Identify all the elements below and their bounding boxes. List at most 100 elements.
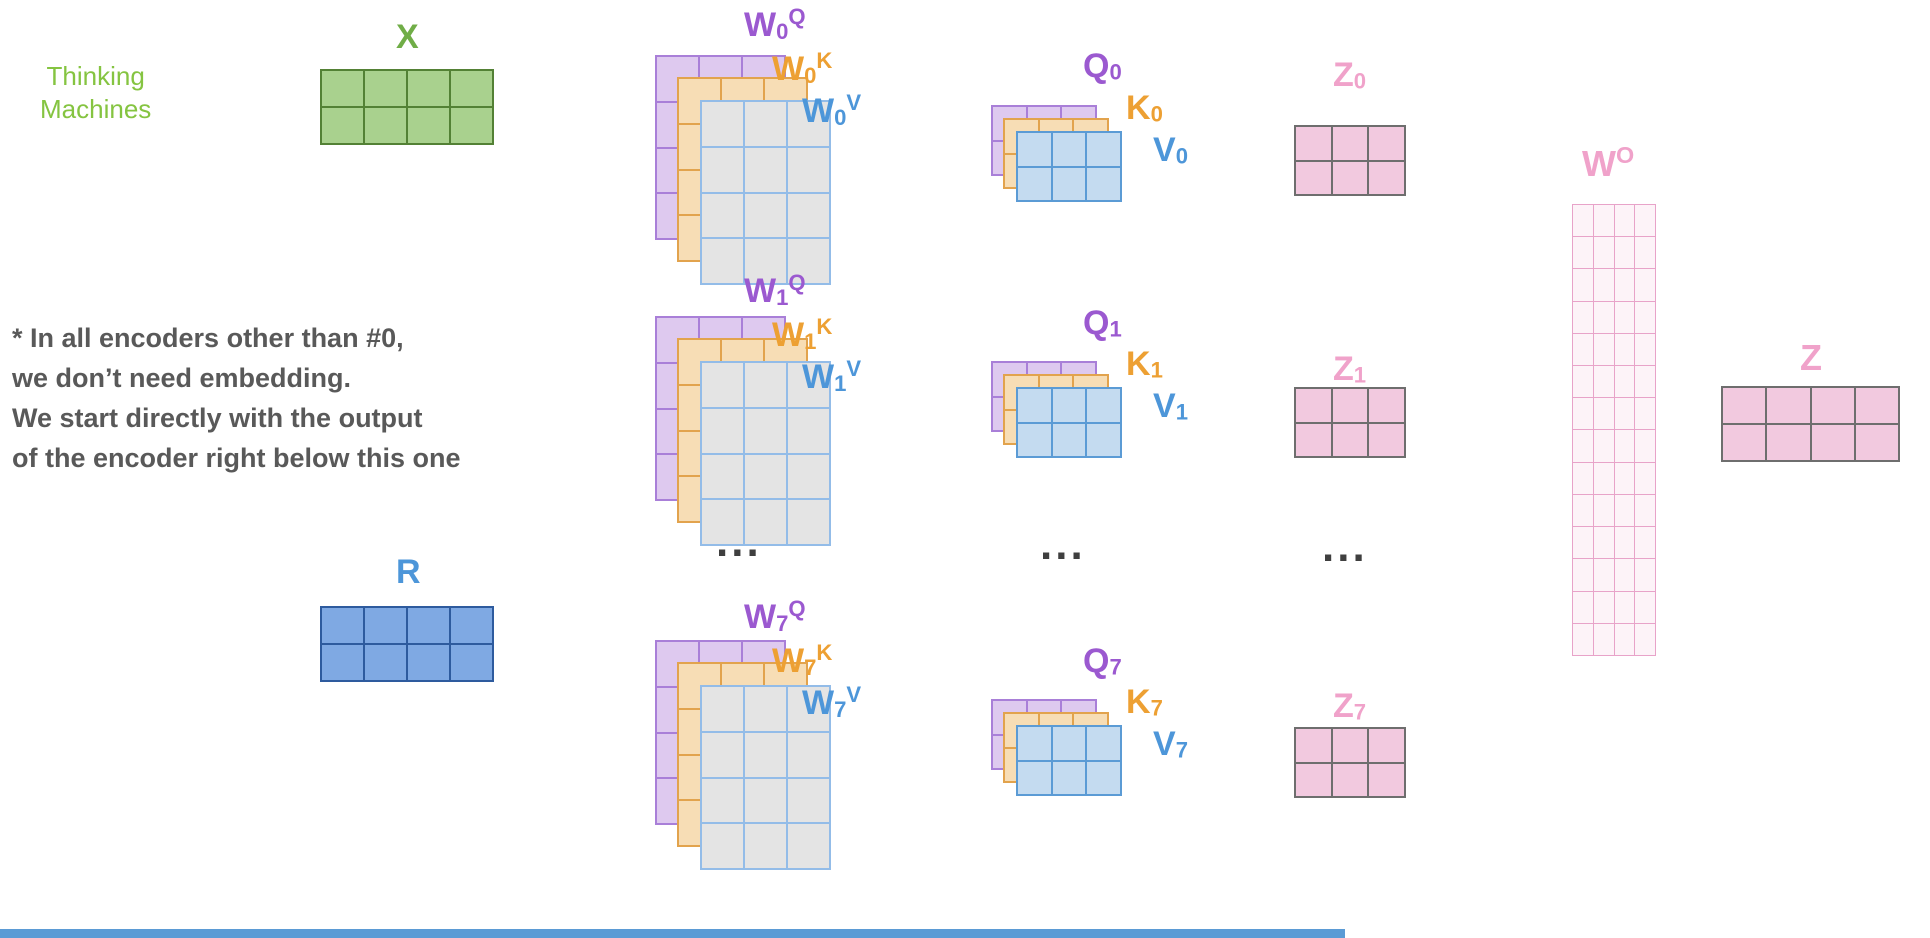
k0-label: K0 — [1126, 89, 1163, 127]
matrix-cell — [1635, 301, 1655, 333]
matrix-cell — [1573, 301, 1593, 333]
matrix-cell — [788, 102, 829, 146]
matrix-cell — [1052, 133, 1086, 166]
matrix-cell — [1635, 237, 1655, 269]
matrix-cell — [1573, 559, 1593, 591]
matrix-cell — [1018, 167, 1051, 200]
matrix-cell — [1635, 430, 1655, 462]
w1q-label: W1Q — [744, 270, 806, 311]
matrix-cell — [1052, 761, 1086, 794]
matrix-cell — [702, 500, 743, 544]
matrix-cell — [1296, 423, 1331, 456]
matrix-cell — [1018, 389, 1051, 422]
matrix-cell — [702, 147, 743, 192]
qkv-stack-head7 — [991, 699, 1122, 796]
matrix-cell — [702, 102, 743, 146]
matrix-cell — [1593, 366, 1614, 398]
matrix-cell — [1087, 423, 1120, 456]
matrix-cell — [408, 71, 449, 106]
matrix-cell — [1723, 425, 1766, 460]
w1k-label: W1K — [772, 314, 833, 355]
w7v-label: W7V — [802, 682, 862, 723]
matrix-cell — [1332, 763, 1368, 796]
matrix-cell — [745, 193, 786, 238]
matrix-cell — [1332, 423, 1368, 456]
matrix-cell — [788, 363, 829, 407]
matrix-cell — [1296, 729, 1331, 762]
matrix-cell — [451, 71, 492, 106]
w0k-label: W0K — [772, 48, 833, 89]
matrix-cell — [1811, 425, 1854, 460]
matrix-cell — [745, 147, 786, 192]
note-line-2: we don’t need embedding. — [12, 363, 352, 393]
z-ellipsis: ... — [1322, 522, 1368, 571]
matrix-cell — [1573, 591, 1593, 623]
w1v-label: W1V — [802, 356, 862, 397]
note-line-3: We start directly with the output — [12, 403, 423, 433]
v1-label: V1 — [1153, 387, 1188, 425]
matrix-cell — [1635, 527, 1655, 559]
matrix-cell — [1614, 333, 1635, 366]
matrix-cell — [322, 645, 363, 680]
matrix-cell — [322, 108, 363, 143]
matrix-cell — [1614, 398, 1635, 430]
matrix-cell — [1018, 133, 1051, 166]
v1-matrix — [1016, 387, 1122, 458]
matrix-cell — [702, 193, 743, 238]
matrix-cell — [788, 239, 829, 283]
matrix-cell — [1767, 388, 1810, 423]
w7k-label: W7K — [772, 640, 833, 681]
note-line-1: * In all encoders other than #0, — [12, 323, 404, 353]
z7-label: Z7 — [1333, 687, 1367, 725]
matrix-cell — [1018, 761, 1051, 794]
wo-label: WO — [1582, 142, 1635, 184]
matrix-cell — [1052, 389, 1086, 422]
matrix-cell — [702, 732, 743, 777]
matrix-cell — [1635, 559, 1655, 591]
z0-label: Z0 — [1333, 56, 1367, 94]
matrix-cell — [1052, 423, 1086, 456]
matrix-cell — [745, 732, 786, 777]
matrix-cell — [1573, 462, 1593, 494]
matrix-cell — [702, 824, 743, 868]
matrix-cell — [745, 500, 786, 544]
matrix-cell — [1635, 462, 1655, 494]
matrix-cell — [1767, 425, 1810, 460]
matrix-cell — [1332, 161, 1368, 194]
matrix-cell — [1573, 269, 1593, 301]
matrix-cell — [1723, 388, 1766, 423]
matrix-cell — [1593, 205, 1614, 237]
matrix-cell — [1296, 161, 1331, 194]
weight-stack-head7 — [655, 640, 831, 870]
matrix-cell — [1018, 727, 1051, 760]
x-label: X — [396, 18, 419, 56]
z-final-matrix — [1721, 386, 1900, 462]
matrix-cell — [408, 608, 449, 643]
matrix-cell — [1614, 559, 1635, 591]
z-final-label: Z — [1800, 337, 1822, 378]
matrix-cell — [1332, 127, 1368, 160]
qkv-stack-head1 — [991, 361, 1122, 458]
matrix-cell — [1593, 398, 1614, 430]
w7q-label: W7Q — [744, 596, 806, 637]
matrix-cell — [1614, 623, 1635, 655]
matrix-cell — [745, 102, 786, 146]
weights-ellipsis: ... — [716, 517, 762, 566]
matrix-cell — [1635, 398, 1655, 430]
matrix-cell — [1855, 425, 1898, 460]
w0q-label: W0Q — [744, 4, 806, 45]
matrix-cell — [365, 645, 406, 680]
matrix-cell — [1087, 133, 1120, 166]
matrix-cell — [745, 824, 786, 868]
z1-matrix — [1294, 387, 1406, 458]
matrix-cell — [365, 608, 406, 643]
matrix-cell — [702, 778, 743, 823]
v0-label: V0 — [1153, 131, 1188, 169]
matrix-cell — [1573, 237, 1593, 269]
q7-label: Q7 — [1083, 642, 1122, 680]
matrix-cell — [745, 408, 786, 453]
matrix-cell — [1614, 366, 1635, 398]
qkv-stack-head0 — [991, 105, 1122, 202]
matrix-cell — [1614, 462, 1635, 494]
matrix-cell — [788, 454, 829, 499]
